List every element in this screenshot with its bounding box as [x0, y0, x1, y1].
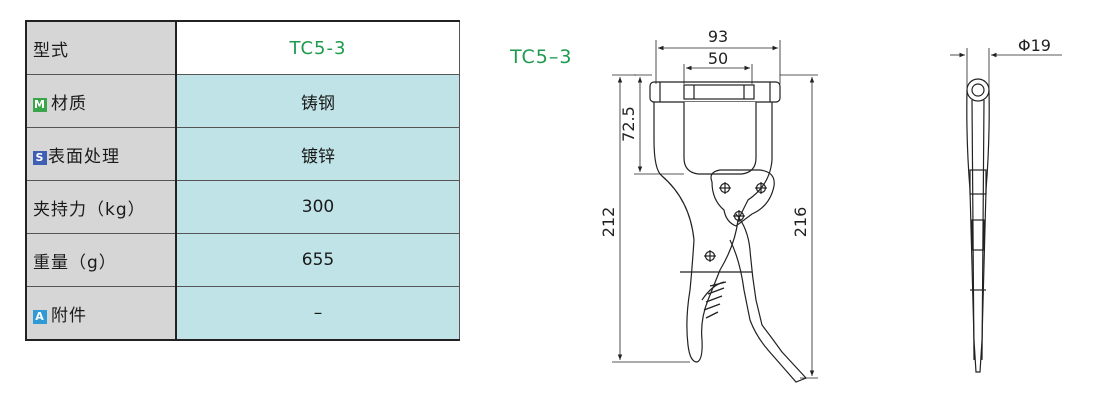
spec-label-accessory-text: 附件 [51, 305, 87, 326]
spec-label-model: 型式 [25, 20, 177, 75]
material-badge-icon: M [33, 97, 47, 112]
spec-row-weight: 重量（g） 655 [25, 233, 460, 287]
spec-value-weight: 655 [175, 233, 460, 287]
surface-badge-icon: S [33, 150, 47, 165]
drawing-model-label: TC5–3 [510, 46, 573, 68]
spec-value-force: 300 [175, 180, 460, 234]
clamp-front-view [649, 81, 808, 383]
spec-label-material-text: 材质 [51, 93, 87, 114]
dim-overall-width: 93 [708, 27, 728, 46]
dim-length-right: 216 [791, 207, 810, 238]
dimension-lines [612, 40, 818, 379]
accessory-badge-icon: A [33, 309, 47, 324]
dim-pin-diameter: Φ19 [1018, 36, 1051, 55]
dim-jaw-depth: 72.5 [619, 106, 638, 142]
spec-row-force: 夹持力（kg） 300 [25, 180, 460, 234]
spec-value-model: TC5-3 [175, 20, 460, 75]
spec-label-surface-text: 表面处理 [48, 146, 120, 167]
side-dimension-lines [950, 48, 1062, 92]
spec-row-model: 型式 TC5-3 [25, 20, 460, 75]
spec-label-accessory: A 附件 [25, 286, 177, 341]
spec-row-material: M 材质 铸钢 [25, 74, 460, 128]
spec-value-surface: 镀锌 [175, 127, 460, 181]
spec-label-weight: 重量（g） [25, 233, 177, 287]
spec-row-accessory: A 附件 – [25, 286, 460, 341]
spec-value-material: 铸钢 [175, 74, 460, 128]
dim-inner-width: 50 [708, 49, 728, 68]
spec-value-accessory: – [175, 286, 460, 341]
pivot-pins [704, 182, 767, 262]
spec-label-force: 夹持力（kg） [25, 180, 177, 234]
clamp-side-view [966, 78, 990, 373]
dim-length-left: 212 [599, 207, 618, 238]
